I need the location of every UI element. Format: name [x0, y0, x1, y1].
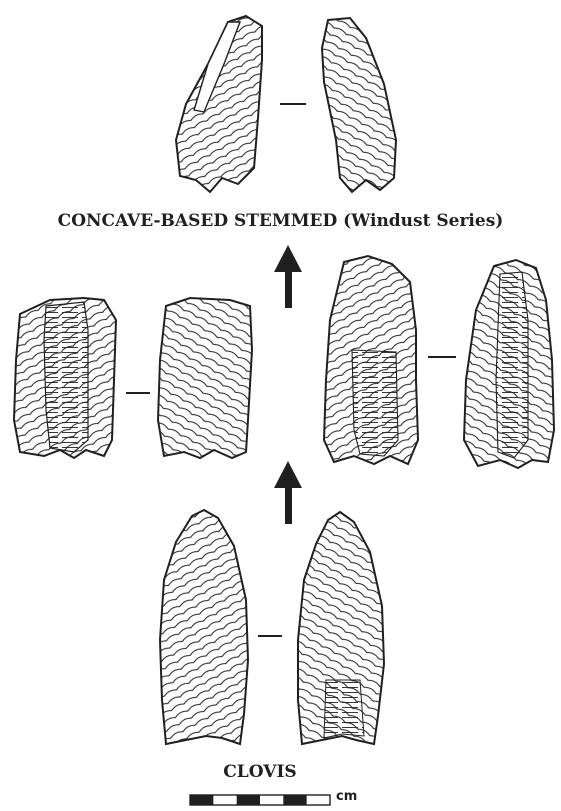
scale-bar-segment	[283, 795, 306, 805]
windust-series-label: CONCAVE-BASED STEMMED (Windust Series)	[0, 211, 561, 231]
clovis-label: CLOVIS	[180, 762, 340, 782]
clovis-point-face-b	[298, 512, 384, 744]
arrow-up-icon	[274, 461, 302, 524]
windust-fragment-face-a	[176, 16, 262, 192]
stemmed-point-right-face-a	[324, 256, 418, 464]
stemmed-point-left-face-b	[158, 298, 252, 458]
arrow-up-icon	[274, 245, 302, 308]
scale-bar-segment	[237, 795, 260, 805]
scale-unit-label: cm	[336, 789, 357, 804]
windust-fragment-face-b	[322, 18, 396, 192]
stemmed-point-left-face-a	[14, 298, 116, 458]
stemmed-point-right-face-b	[464, 260, 554, 468]
scale-bar	[190, 795, 330, 805]
scale-bar-segment	[190, 795, 213, 805]
clovis-point-face-a	[160, 510, 248, 744]
